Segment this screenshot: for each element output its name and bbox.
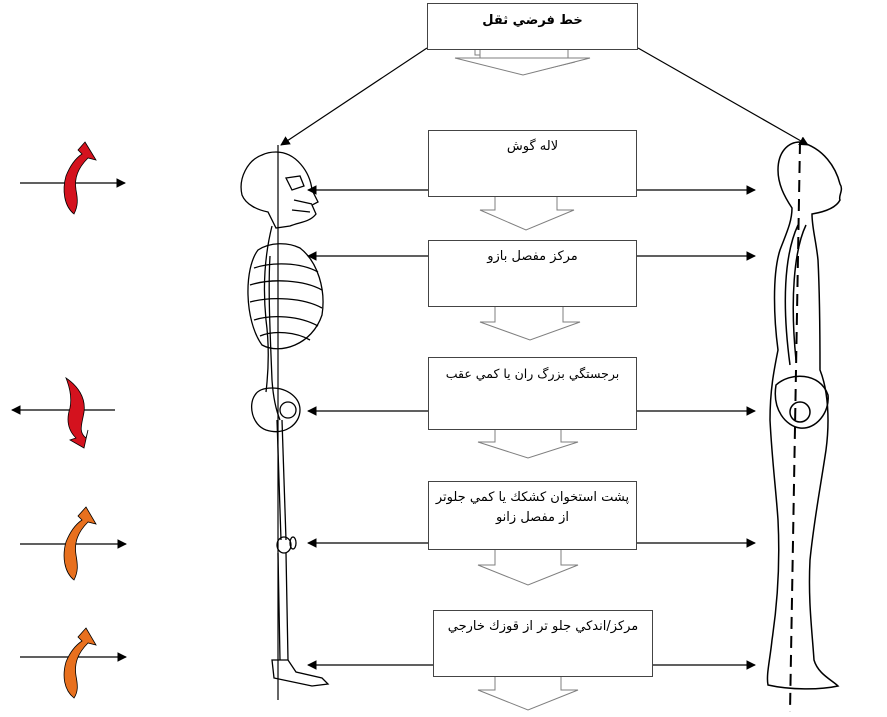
landmark-box-ankle: مركز/اندكي جلو تر از قوزك خارجي [433,610,653,677]
rotation-arrow-red-1 [20,141,126,215]
landmark-label-ear: لاله گوش [506,139,559,154]
down-arrow-6 [477,675,579,711]
down-arrow-5 [477,550,579,586]
rotation-arrow-orange-2 [20,627,127,699]
rotation-arrow-orange-1 [20,506,127,581]
body-plumb-line [789,141,801,713]
down-arrow-2 [479,195,575,231]
down-arrow-4 [477,430,579,459]
landmark-box-knee: پشت استخوان كشكك يا كمي جلوتر از مفصل زا… [428,481,637,550]
down-arrow-1-head [454,48,591,76]
title-label: خط فرضي ثقل [482,13,583,28]
down-arrow-3 [479,307,581,341]
landmark-box-shoulder: مركز مفصل بازو [428,240,637,307]
title-box: خط فرضي ثقل [427,3,638,50]
title-to-skeleton-arrow [280,47,428,146]
landmark-label-hip: برجستگي بزرگ ران يا كمي عقب [445,366,620,381]
rotation-arrow-red-2 [11,376,115,449]
body-outline [766,141,843,690]
landmark-label-shoulder: مركز مفصل بازو [487,249,578,264]
landmark-box-hip: برجستگي بزرگ ران يا كمي عقب [428,357,637,430]
landmark-label-knee: پشت استخوان كشكك يا كمي جلوتر از مفصل زا… [435,490,630,526]
skeleton-figure [240,151,330,687]
landmark-label-ankle: مركز/اندكي جلو تر از قوزك خارجي [447,619,639,634]
landmark-box-ear: لاله گوش [428,130,637,197]
title-to-body-arrow [637,47,809,146]
